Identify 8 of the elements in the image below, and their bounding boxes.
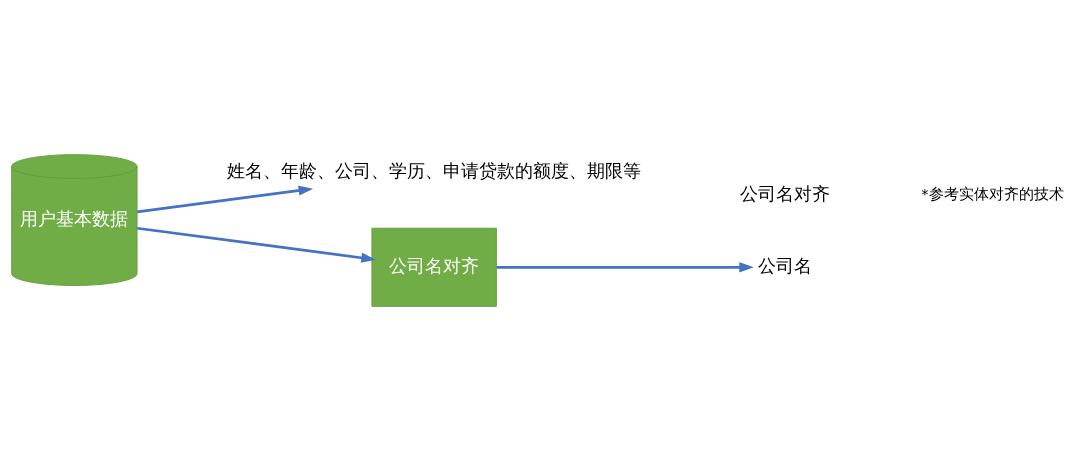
arrow <box>496 261 754 272</box>
node-text: 公司名 <box>757 254 812 276</box>
label: *参考实体对齐的技术 <box>921 185 1064 202</box>
node-box: 公司名对齐 <box>371 227 497 307</box>
label: 公司名对齐 <box>739 182 830 204</box>
node-text: 姓名、年龄、公司、学历、申请贷款的额度、期限等 <box>227 159 642 181</box>
arrow <box>137 185 314 213</box>
arrow <box>137 226 376 263</box>
